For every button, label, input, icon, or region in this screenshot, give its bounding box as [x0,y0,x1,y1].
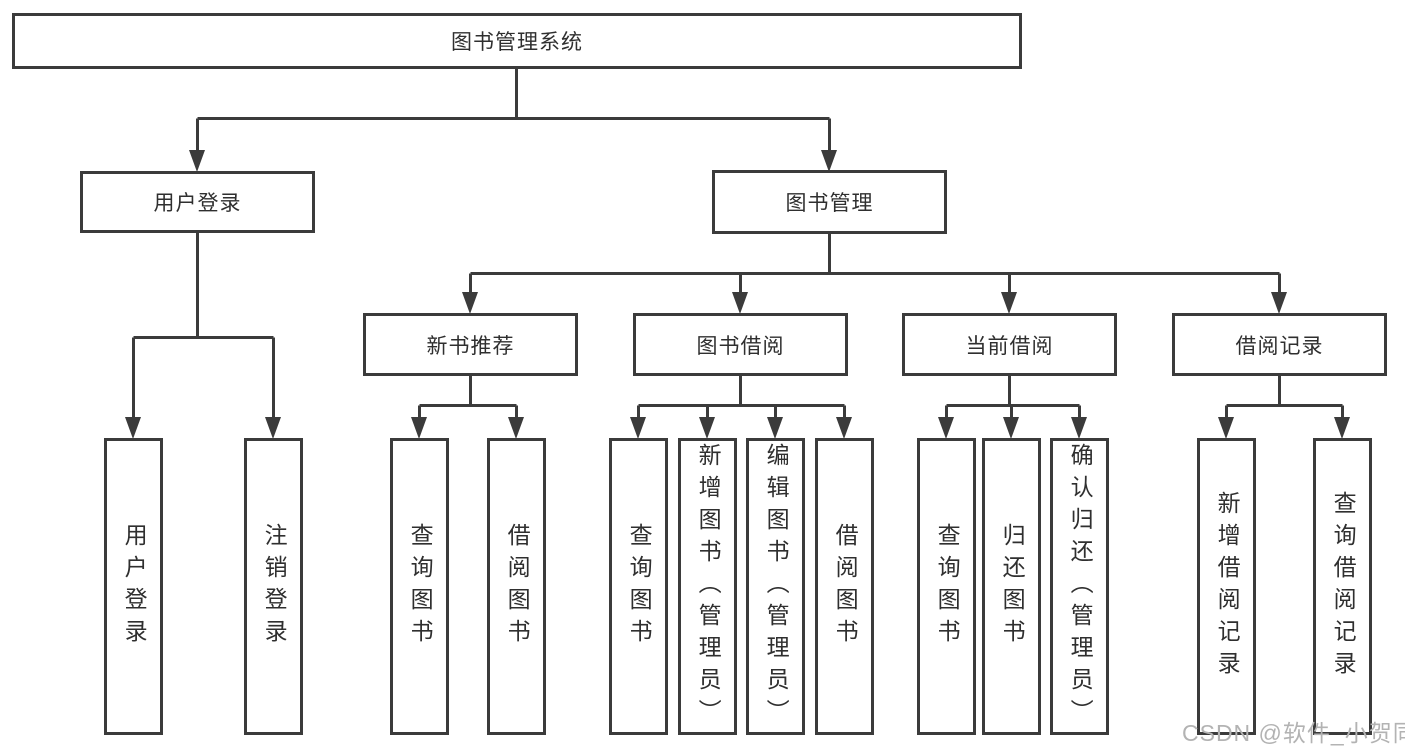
arrowhead-icons [125,150,1350,439]
leaf-bb-edit-books-admin: 编辑图书（管理员） [746,438,805,735]
leaf-logout: 注销登录 [244,438,303,735]
node-user-login: 用户登录 [80,171,315,233]
leaf-user-login: 用户登录 [104,438,163,735]
leaf-bb-query-books: 查询图书 [609,438,668,735]
node-borrow-records: 借阅记录 [1172,313,1387,376]
leaf-cb-confirm-return-admin: 确认归还（管理员） [1050,438,1109,735]
leaf-cb-return-books: 归还图书 [982,438,1041,735]
leaf-nb-query-books: 查询图书 [390,438,449,735]
leaf-nb-borrow-books: 借阅图书 [487,438,546,735]
node-current-borrow: 当前借阅 [902,313,1117,376]
node-new-book-recommend: 新书推荐 [363,313,578,376]
leaf-bb-add-books-admin: 新增图书（管理员） [678,438,737,735]
leaf-br-add-record: 新增借阅记录 [1197,438,1256,735]
leaf-cb-query-books: 查询图书 [917,438,976,735]
connector-path [132,67,1344,420]
node-book-borrow: 图书借阅 [633,313,848,376]
node-root: 图书管理系统 [12,13,1022,69]
watermark-text: CSDN @软件_小贺同学 [1182,720,1405,746]
leaf-bb-borrow-books: 借阅图书 [815,438,874,735]
leaf-br-query-record: 查询借阅记录 [1313,438,1372,735]
node-book-management: 图书管理 [712,170,947,234]
